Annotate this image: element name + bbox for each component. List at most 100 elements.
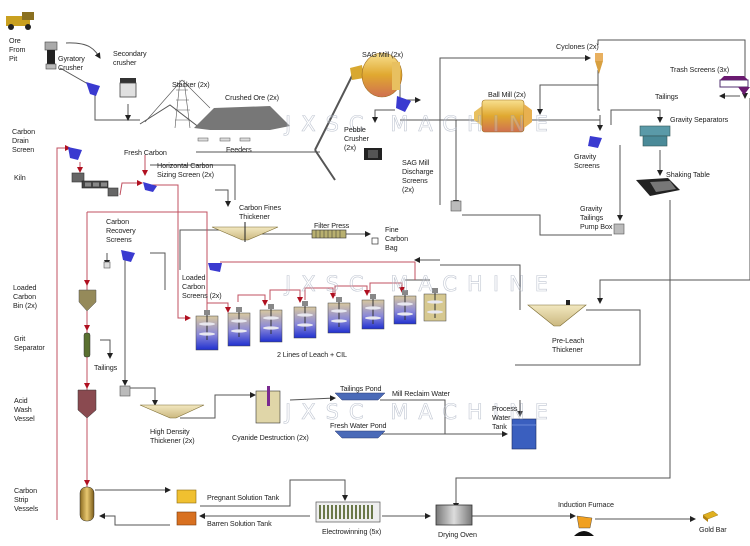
pump-box-icon (613, 223, 625, 235)
ore-stockpile-icon (194, 106, 290, 142)
label-shaking-table: Shaking Table (666, 170, 710, 179)
label-gold-bar: Gold Bar (699, 525, 727, 534)
stacker-icon (144, 79, 211, 129)
leach-tank-icon (393, 290, 417, 325)
label-induction-furnace: Induction Furnace (558, 500, 614, 509)
pump-box-icon (119, 385, 131, 397)
pump-box-icon (103, 261, 111, 269)
shaking-table-icon (636, 178, 680, 196)
pond-icon (334, 430, 386, 439)
pebble-crusher-icon (364, 148, 382, 160)
label-gravity-screens: Gravity Screens (574, 152, 600, 170)
leach-tank-icon (423, 288, 447, 322)
label-loaded-carbon-bin: Loaded Carbon Bin (2x) (13, 283, 37, 310)
label-trash-screens: Trash Screens (3x) (670, 65, 730, 74)
label-filter-press: Filter Press (314, 221, 350, 230)
label-secondary-crusher: Secondary crusher (113, 49, 147, 67)
watermark: JXSC MACHINE (285, 272, 558, 297)
label-pre-leach-thickener: Pre-Leach Thickener (552, 336, 585, 354)
label-cyanide-destruction: Cyanide Destruction (2x) (232, 433, 309, 442)
label-carbon-recovery-screens: Carbon Recovery Screens (106, 217, 136, 244)
label-pregnant-solution-tank: Pregnant Solution Tank (207, 493, 279, 502)
screen-icon (68, 147, 82, 160)
label-leach-cil: 2 Lines of Leach + CIL (277, 350, 347, 359)
thickener-icon (211, 222, 279, 242)
label-pebble-crusher: Pebble Crusher (2x) (344, 125, 369, 152)
induction-furnace-icon (574, 515, 594, 536)
sag-mill-icon (350, 52, 403, 98)
cyanide-destruction-tank-icon (255, 386, 281, 424)
label-crushed-ore: Crushed Ore (2x) (225, 93, 279, 102)
screen-icon (396, 96, 411, 112)
carbon-bin-icon (78, 289, 97, 312)
screen-icon (86, 82, 100, 96)
haul-truck-icon (6, 12, 34, 30)
label-gravity-tailings-pump-box: Gravity Tailings Pump Box (580, 204, 613, 231)
electrowinning-cell-icon (315, 501, 381, 523)
label-tailings-grit: Tailings (94, 363, 118, 372)
label-fine-carbon-bag: Fine Carbon Bag (385, 225, 408, 252)
leach-tanks (195, 288, 447, 351)
screen-icon (588, 136, 602, 148)
secondary-crusher-icon (119, 78, 137, 98)
watermark: JXSC MACHINE (285, 112, 558, 137)
strip-vessel-icon (79, 486, 95, 522)
kiln-icon (71, 172, 119, 197)
label-gyratory-crusher: Gyratory Crusher (58, 54, 85, 72)
drying-oven-icon (435, 504, 473, 526)
gyratory-crusher-icon (44, 41, 58, 70)
label-kiln: Kiln (14, 173, 26, 182)
label-acid-wash-vessel: Acid Wash Vessel (14, 396, 35, 423)
grit-separator-icon (83, 332, 91, 358)
screen-icon (121, 250, 135, 262)
trash-screen-icon (719, 76, 750, 95)
screen-icon (143, 182, 157, 192)
label-fresh-carbon: Fresh Carbon (124, 148, 167, 157)
filter-press-icon (311, 229, 347, 239)
pump-box-icon (450, 200, 462, 212)
ball-mill-icon (474, 99, 532, 133)
label-carbon-fines-thickener: Carbon Fines Thickener (239, 203, 281, 221)
solution-tank-icon (176, 511, 197, 526)
label-grit-separator: Grit Separator (14, 334, 45, 352)
bag-icon (371, 237, 379, 245)
leach-tank-icon (227, 307, 251, 347)
label-high-density-thickener: High Density Thickener (2x) (150, 427, 195, 445)
leach-tank-icon (195, 310, 219, 351)
label-stacker: Stacker (2x) (172, 80, 210, 89)
label-carbon-strip-vessels: Carbon Strip Vessels (14, 486, 39, 513)
label-drying-oven: Drying Oven (438, 530, 477, 539)
label-sag-mill: SAG Mill (2x) (362, 50, 404, 59)
thickener-icon (527, 300, 587, 327)
label-cyclones: Cyclones (2x) (556, 42, 599, 51)
leach-tank-icon (327, 297, 351, 334)
label-tailings-pond: Tailings Pond (340, 384, 382, 393)
label-sag-discharge-screens: SAG Mill Discharge Screens (2x) (402, 158, 434, 194)
watermark: JXSC MACHINE (285, 400, 558, 425)
acid-wash-vessel-icon (77, 389, 97, 419)
label-feeders: Feeders (226, 145, 252, 154)
label-tailings-top: Tailings (655, 92, 679, 101)
leach-tank-icon (361, 294, 385, 330)
label-ore-from-pit: Ore From Pit (9, 36, 26, 63)
label-mill-reclaim-water: Mill Reclaim Water (392, 389, 450, 398)
cyclone-icon (595, 53, 603, 74)
leach-tank-icon (259, 304, 283, 343)
carbon-lines (56, 145, 416, 520)
label-horizontal-carbon-sizing-screen: Horizontal Carbon Sizing Screen (2x) (157, 161, 214, 179)
gold-bar-icon (702, 510, 719, 522)
label-carbon-drain-screen: Carbon Drain Screen (12, 127, 35, 154)
process-lines (59, 39, 750, 526)
label-ball-mill: Ball Mill (2x) (488, 90, 526, 99)
label-fresh-water-pond: Fresh Water Pond (330, 421, 387, 430)
label-loaded-carbon-screens: Loaded Carbon Screens (2x) (182, 273, 222, 300)
label-process-water-tank: Process Water Tank (492, 404, 518, 431)
screen-icon (208, 263, 222, 272)
leach-tank-icon (293, 301, 317, 339)
gravity-separator-icon (639, 125, 671, 147)
label-gravity-separators: Gravity Separators (670, 115, 729, 124)
pond-icon (334, 392, 386, 401)
solution-tank-icon (176, 489, 197, 504)
process-water-tank-icon (511, 418, 537, 450)
